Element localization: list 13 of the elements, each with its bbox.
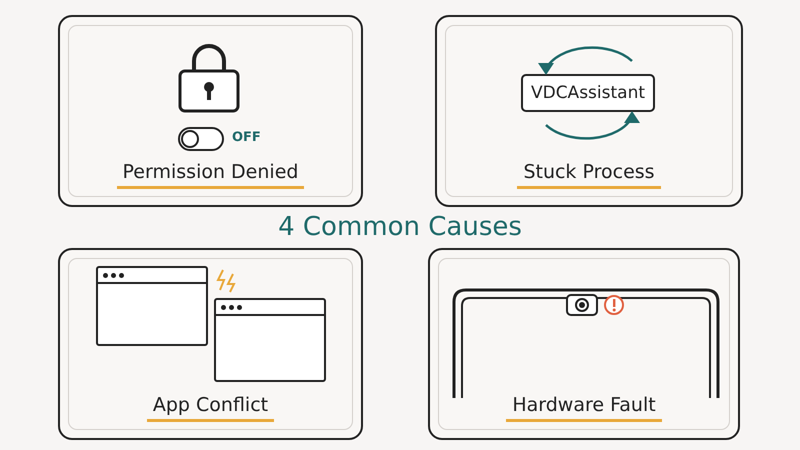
cause-panel <box>58 15 363 207</box>
panel-caption: Stuck Process <box>517 161 661 189</box>
panel-caption: App Conflict <box>146 394 274 422</box>
panel-caption: Hardware Fault <box>506 394 662 422</box>
app-window <box>214 298 326 382</box>
cause-panel <box>435 15 743 207</box>
panel-caption: Permission Denied <box>116 161 304 189</box>
process-box: VDCAssistant <box>521 74 655 112</box>
status-label: OFF <box>232 130 261 145</box>
heading: 4 Common Causes <box>278 212 522 242</box>
cause-panel <box>428 248 740 440</box>
app-window <box>96 266 208 346</box>
cause-panel <box>58 248 363 440</box>
